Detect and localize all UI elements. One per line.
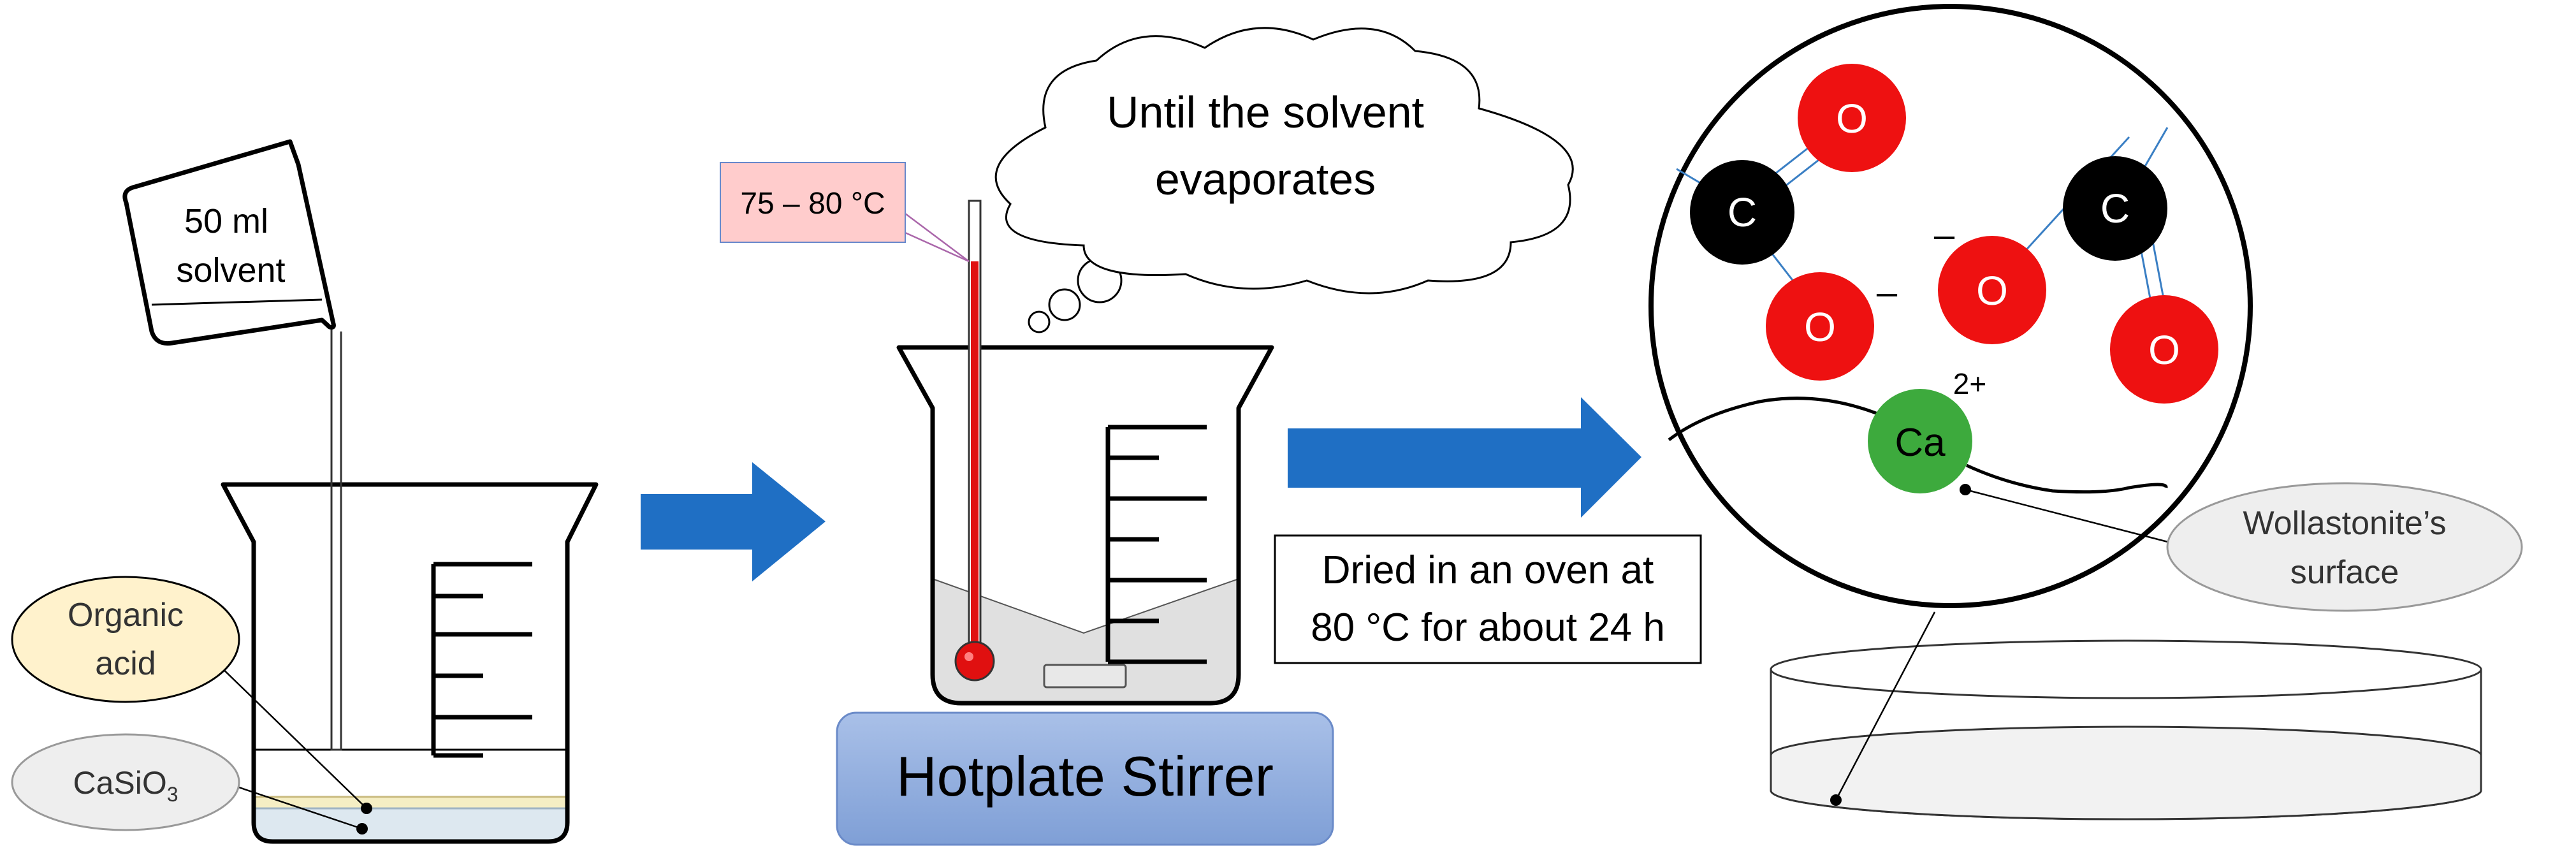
oxygen-label-1: O (1836, 96, 1868, 142)
petri-dish (1770, 639, 2482, 820)
temperature-label: 75 – 80 °C (740, 187, 885, 221)
carbon-label-1: C (1728, 189, 1757, 235)
oxygen-label-2: O (1804, 304, 1836, 350)
beaker-2 (896, 345, 1274, 706)
oxygen-label-3: O (1976, 268, 2008, 314)
temperature-label-box (720, 162, 906, 243)
negative-charge-2: – (1934, 214, 1955, 256)
casio3-callout (11, 733, 240, 831)
wollastonite-callout (2166, 482, 2523, 612)
oxygen-label-4: O (2148, 327, 2180, 373)
calcium-atom (1868, 389, 1972, 493)
casio3-layer (254, 806, 567, 842)
thought-line2: evaporates (1155, 154, 1376, 204)
oven-line1: Dried in an oven at (1322, 548, 1654, 592)
carbon-label-2: C (2100, 186, 2130, 231)
pitcher-label-line1: 50 ml (184, 202, 268, 240)
hotplate-label: Hotplate Stirrer (896, 745, 1274, 808)
carbon-atom-2 (2063, 156, 2167, 261)
negative-charge-1: – (1877, 272, 1898, 313)
process-arrow-2 (1288, 397, 1641, 518)
calcium-charge: 2+ (1953, 367, 1986, 400)
solvent-stream (330, 311, 342, 751)
organic-acid-layer (254, 797, 567, 808)
thought-line1: Until the solvent (1107, 87, 1424, 137)
thermometer (954, 200, 995, 681)
step3-group: O C O – O – C O Ca 2+ Wollastonite’s sur… (1648, 4, 2523, 820)
oxygen-atom-3 (1938, 236, 2046, 344)
oxygen-atom-4 (2110, 295, 2218, 404)
pitcher-label-line2: solvent (176, 251, 285, 289)
stir-bar (1043, 664, 1127, 689)
wollastonite-label-line1: Wollastonite’s (2243, 505, 2447, 542)
wollastonite-label-line2: surface (2290, 554, 2399, 591)
organic-acid-callout (11, 576, 240, 703)
oxygen-atom-2 (1766, 272, 1874, 381)
step1-beaker-group: 50 ml solvent Organic acid CaSiO3 (11, 139, 599, 844)
solvent-pitcher (122, 139, 336, 346)
calcium-label: Ca (1895, 421, 1946, 465)
beaker-1-graduations (431, 562, 532, 758)
casio3-label: CaSiO3 (73, 765, 178, 806)
thought-bubble (994, 27, 1574, 333)
oven-line2: 80 °C for about 24 h (1311, 606, 1665, 650)
oxygen-atom-1 (1798, 64, 1906, 172)
organic-acid-label-line1: Organic (68, 597, 184, 634)
organic-acid-label-line2: acid (95, 645, 156, 682)
oven-condition-box (1274, 534, 1702, 664)
hotplate-stirrer (836, 711, 1334, 846)
process-arrow-1 (641, 462, 826, 581)
carbon-atom-1 (1690, 160, 1794, 265)
beaker-1 (221, 482, 599, 844)
beaker-2-graduations (1105, 425, 1207, 664)
step2-group: Until the solvent evaporates (720, 27, 1574, 846)
